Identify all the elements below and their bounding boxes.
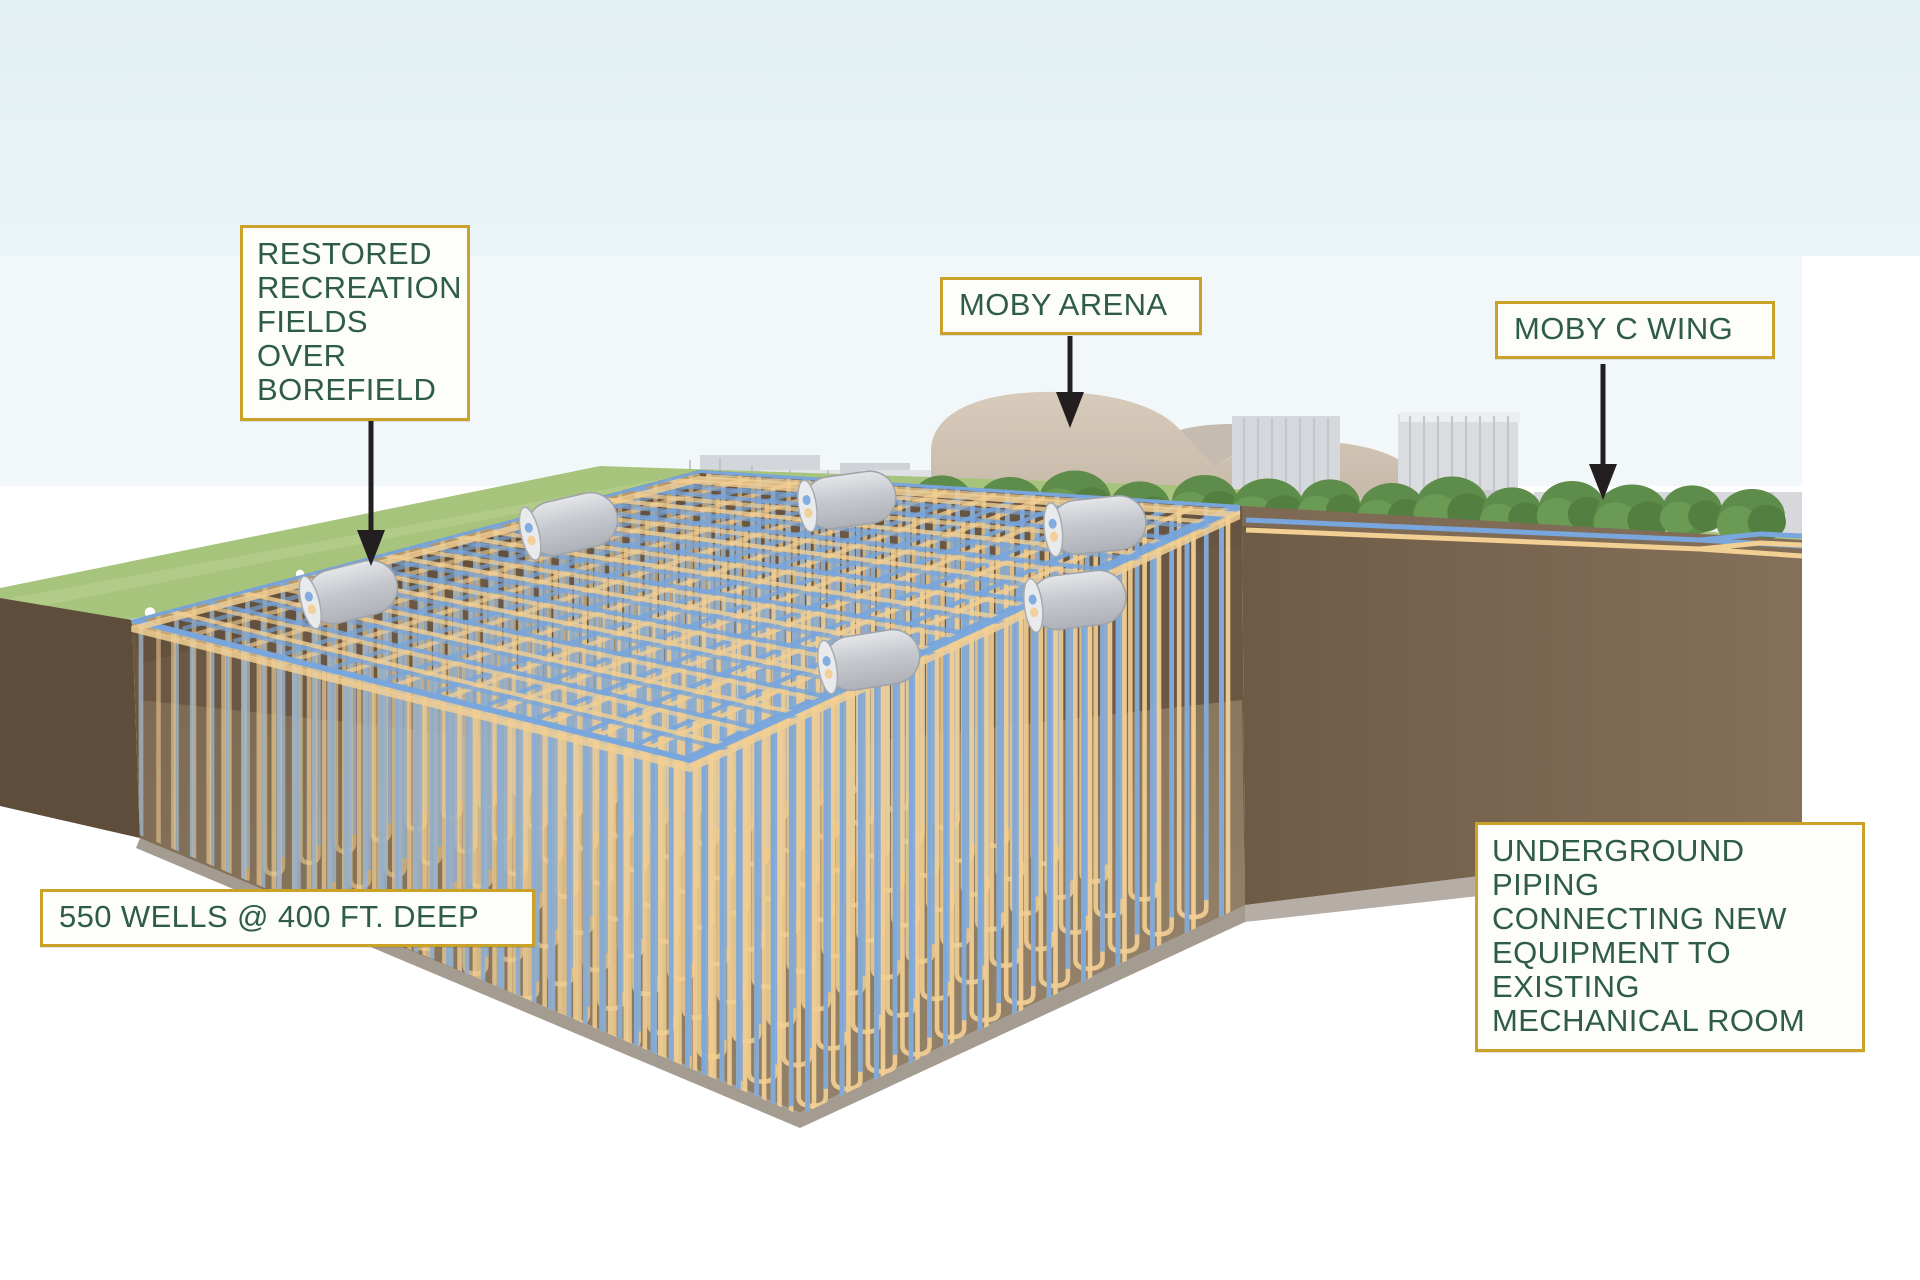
callout-well-count[interactable]: 550 WELLS @ 400 FT. DEEP <box>40 889 535 947</box>
header-vault <box>816 628 921 695</box>
callout-underground-piping[interactable]: UNDERGROUND PIPING CONNECTING NEW EQUIPM… <box>1475 822 1865 1052</box>
soil-face-east <box>1242 506 1802 905</box>
sky-band <box>0 0 1920 256</box>
header-vaults <box>298 470 1147 695</box>
arrow-moby-arena <box>1056 336 1084 428</box>
header-vault <box>1043 495 1147 558</box>
callout-restored-fields[interactable]: RESTORED RECREATION FIELDS OVER BOREFIEL… <box>240 225 470 421</box>
header-vault <box>518 491 619 561</box>
header-vault <box>1023 569 1127 634</box>
callout-moby-arena[interactable]: MOBY ARENA <box>940 277 1202 335</box>
service-piping-to-mechanical-room <box>1245 517 1802 559</box>
callout-moby-c-wing[interactable]: MOBY C WING <box>1495 301 1775 359</box>
soil-face-west <box>0 598 140 838</box>
header-vault <box>797 470 897 533</box>
header-vault <box>298 559 399 630</box>
arrow-moby-c-wing <box>1589 364 1617 500</box>
borefield-pipe-grid <box>130 470 1245 1115</box>
